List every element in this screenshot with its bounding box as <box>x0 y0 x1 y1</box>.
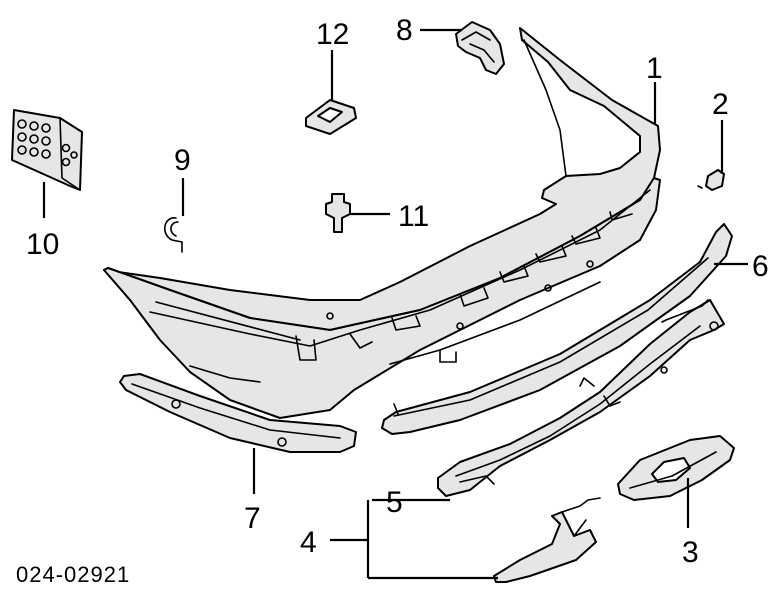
part-2-small-clip <box>697 169 725 191</box>
part-5-inner-bracket <box>437 299 725 497</box>
part-6-reinforcement <box>381 223 733 435</box>
part-8-mount-bracket <box>455 21 505 75</box>
callout-5: 5 <box>386 486 403 519</box>
part-4-side-strip <box>493 497 601 583</box>
callout-2: 2 <box>712 88 729 121</box>
part-12-clip <box>305 99 357 135</box>
callout-7: 7 <box>244 502 261 535</box>
part-9-hook <box>164 217 183 253</box>
callout-3: 3 <box>682 536 699 569</box>
callout-11: 11 <box>398 200 429 233</box>
diagram-reference-code: 024-02921 <box>16 562 130 587</box>
callout-4: 4 <box>300 526 317 559</box>
callout-1: 1 <box>646 52 663 85</box>
leader-lines <box>42 28 748 580</box>
part-11-bolt <box>325 193 351 233</box>
callout-8: 8 <box>396 14 413 47</box>
part-7-trim-strip <box>119 373 357 453</box>
part-10-bracket <box>11 109 83 191</box>
callout-12: 12 <box>316 18 349 51</box>
callout-10: 10 <box>26 228 59 261</box>
part-3-panel <box>617 435 735 501</box>
part-1-bumper-cover <box>103 27 661 419</box>
callout-9: 9 <box>174 144 191 177</box>
callout-6: 6 <box>752 250 769 283</box>
